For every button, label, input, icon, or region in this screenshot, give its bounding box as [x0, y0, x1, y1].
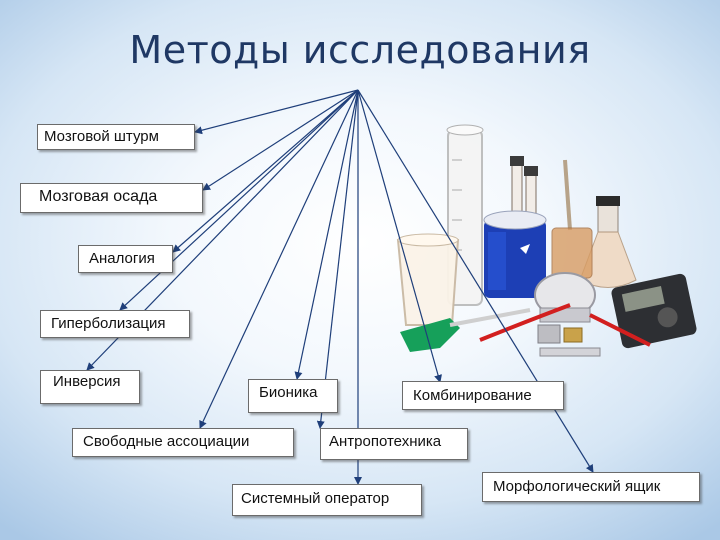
method-box-brain-siege: Мозговая осада	[20, 183, 203, 213]
method-box-system-operator: Системный оператор	[232, 484, 422, 516]
method-box-hyperbolization: Гиперболизация	[40, 310, 190, 338]
connector-arrow	[357, 89, 442, 383]
method-label: Антропотехника	[329, 433, 442, 450]
method-label: Инверсия	[53, 373, 121, 390]
method-label: Мозговая осада	[39, 188, 158, 205]
lab-equipment-image	[396, 124, 697, 357]
connector-arrow	[294, 89, 359, 380]
connector-arrow	[316, 89, 359, 429]
method-label: Гиперболизация	[51, 315, 166, 332]
method-label: Морфологический ящик	[493, 478, 661, 495]
method-box-analogy: Аналогия	[78, 245, 173, 273]
slide-title: Методы исследования	[129, 28, 591, 72]
method-box-anthropotechnics: Антропотехника	[320, 428, 468, 460]
method-label: Комбинирование	[413, 387, 532, 404]
method-box-free-associations: Свободные ассоциации	[72, 428, 294, 457]
method-label: Системный оператор	[241, 490, 390, 507]
method-box-morphological-box: Морфологический ящик	[482, 472, 700, 502]
connector-arrow	[172, 89, 359, 253]
method-box-inversion: Инверсия	[40, 370, 140, 404]
method-label: Мозговой штурм	[44, 128, 159, 145]
connector-arrow	[119, 89, 359, 311]
connector-arrow	[194, 89, 359, 135]
method-box-bionics: Бионика	[248, 379, 338, 413]
method-label: Бионика	[259, 384, 318, 401]
method-label: Аналогия	[89, 250, 155, 267]
method-label: Свободные ассоциации	[83, 433, 250, 450]
connector-arrow	[202, 89, 359, 191]
method-box-brainstorm: Мозговой штурм	[37, 124, 195, 150]
connector-arrow	[357, 89, 594, 473]
connector-arrow	[199, 89, 359, 429]
method-box-combination: Комбинирование	[402, 381, 564, 410]
